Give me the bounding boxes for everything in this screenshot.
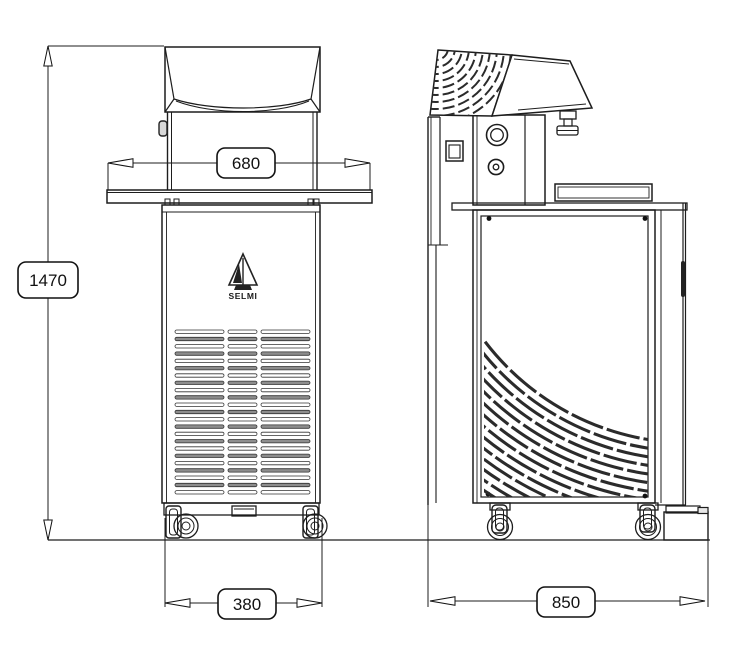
arrow-left-icon	[164, 598, 191, 608]
side-cabinet	[472, 203, 687, 506]
head-column	[472, 114, 546, 206]
table-hinge-tabs	[164, 198, 320, 206]
dim-height-value: 1470	[29, 271, 67, 290]
screw-dot	[486, 216, 492, 221]
side-door-panel	[480, 215, 649, 498]
dim-depth-value: 850	[552, 593, 580, 612]
cabinet-top-band	[451, 202, 688, 211]
dial-large	[485, 123, 509, 147]
front-base	[163, 502, 320, 517]
brand-text: SELMI	[229, 291, 258, 301]
dimension-cabinet-width: 380	[164, 518, 323, 620]
arrow-right-icon	[296, 598, 323, 608]
arrow-up-icon	[43, 45, 53, 67]
front-hood	[164, 46, 321, 113]
work-table-front	[106, 189, 373, 204]
front-vent-grille	[174, 329, 311, 495]
arrow-left-icon	[107, 158, 134, 168]
dim-label-box	[536, 586, 596, 618]
side-caster-rear	[634, 502, 662, 541]
front-view: SELMI	[106, 46, 373, 539]
dim-label-box	[217, 588, 277, 620]
dimension-depth: 850	[427, 505, 709, 618]
base-latch-plate	[231, 505, 257, 517]
arrow-down-icon	[43, 519, 53, 541]
side-table-shelf	[554, 183, 653, 202]
hood-latch-knob	[158, 120, 168, 137]
front-caster-left	[165, 505, 199, 539]
dimension-hood-width: 680	[107, 147, 371, 190]
arrow-right-icon	[679, 596, 706, 606]
dial-small	[487, 158, 505, 176]
side-view	[427, 49, 709, 541]
rear-support-column	[427, 116, 448, 505]
dim-hood-width-value: 680	[232, 154, 260, 173]
arrow-right-icon	[344, 158, 371, 168]
dim-label-box	[17, 261, 79, 299]
rear-handle	[681, 261, 685, 297]
chocolate-spout	[556, 110, 579, 136]
selmi-logo: SELMI	[227, 252, 259, 301]
side-caster-front	[486, 502, 514, 541]
side-hood	[429, 49, 594, 117]
hood-front-curve	[173, 98, 312, 109]
screw-dot	[642, 216, 648, 221]
power-switch	[445, 140, 464, 162]
dim-cabinet-width-value: 380	[233, 595, 261, 614]
screw-dot	[642, 493, 648, 499]
logo-triangle-icon	[227, 252, 259, 290]
arrow-left-icon	[429, 596, 456, 606]
dim-label-box	[216, 147, 276, 179]
dimension-overall-height: 1470	[17, 45, 164, 541]
rear-step	[663, 505, 709, 541]
front-caster-right	[302, 505, 328, 539]
